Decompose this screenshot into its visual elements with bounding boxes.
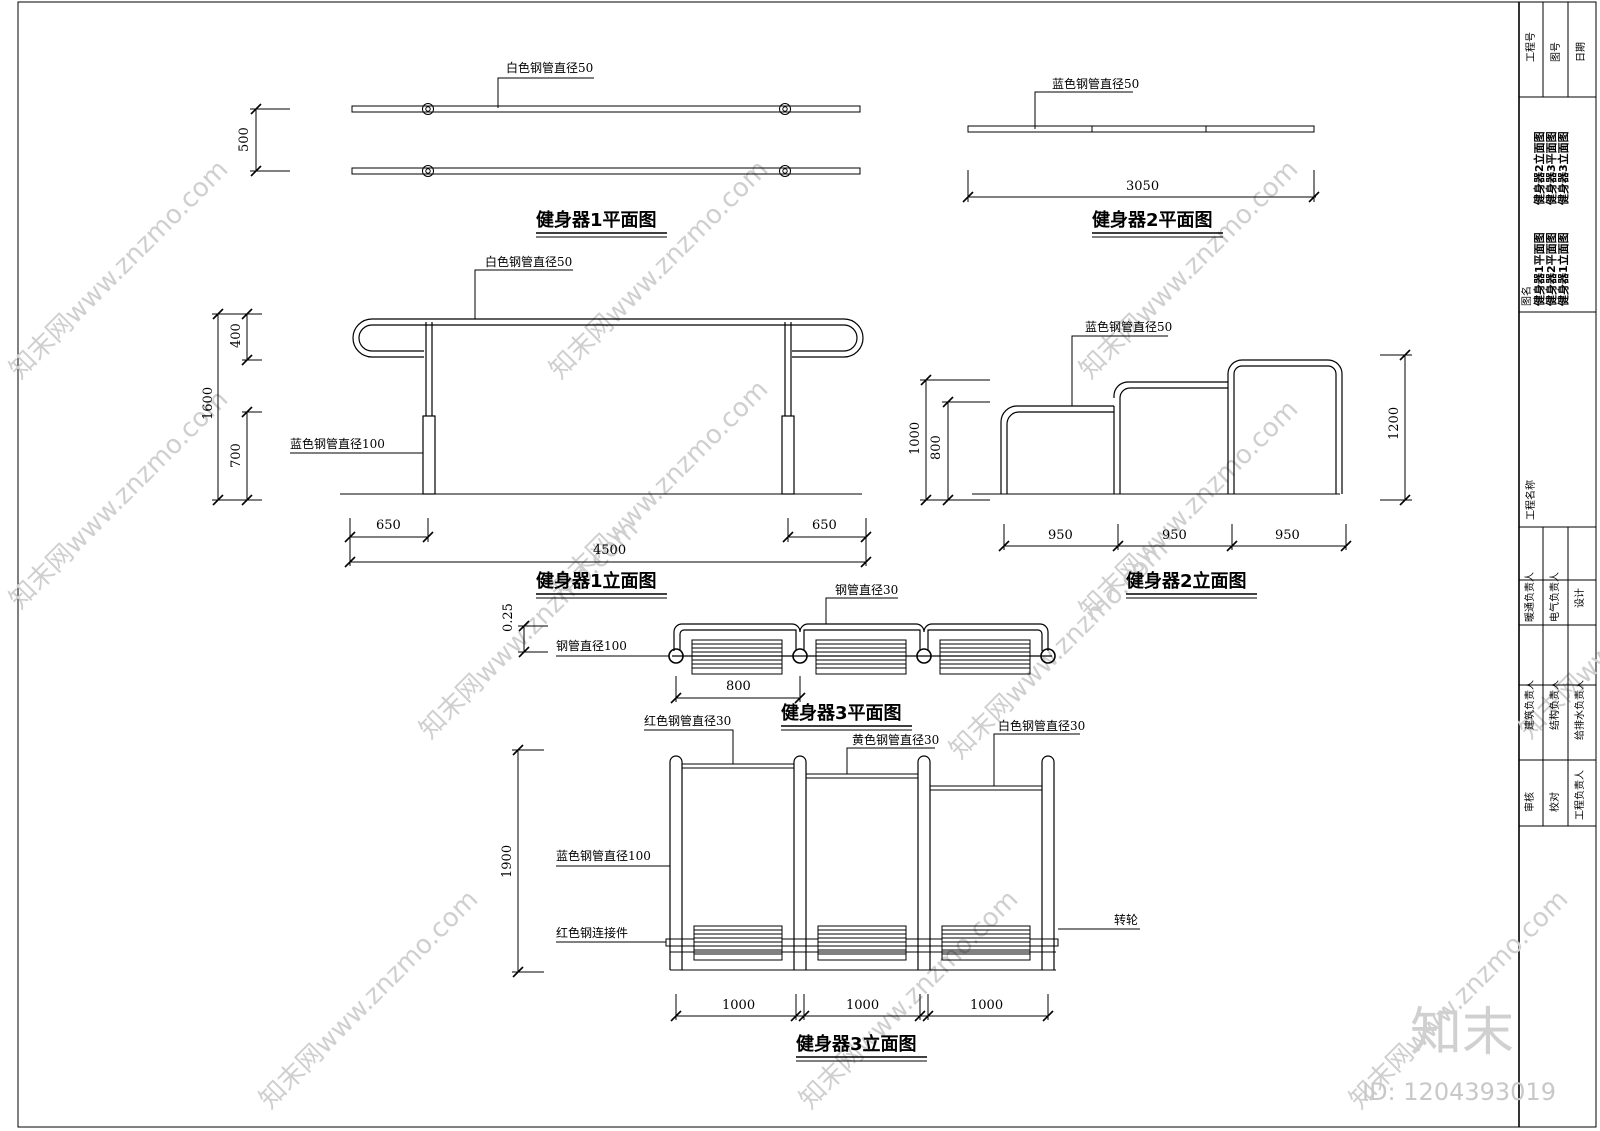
role-label: 设计 — [1573, 588, 1586, 608]
view-fitness2-elevation: 蓝色钢管直径50 1000 800 1200 950 950 950 — [908, 319, 1412, 599]
view-fitness3-elevation: 红色钢管直径30 黄色钢管直径30 白色钢管直径30 蓝色钢管直径100 红色钢… — [500, 713, 1140, 1062]
date-label: 日期 — [1575, 42, 1587, 62]
view-title: 健身器1立面图 — [536, 570, 657, 592]
dim-right: 650 — [812, 518, 837, 533]
pipe-label: 蓝色钢管直径50 — [1085, 319, 1172, 334]
wheel-label: 转轮 — [1114, 912, 1138, 927]
view-title: 健身器3立面图 — [796, 1033, 917, 1055]
top-pipe-label: 钢管直径30 — [835, 582, 898, 597]
pipe-label: 白色钢管直径50 — [506, 60, 593, 75]
project-name-label: 工程名称 — [1524, 480, 1537, 520]
watermark-layer: 知末网www.znzmo.com 知末网www.znzmo.com 知末网www… — [4, 154, 1600, 1115]
role-label: 校对 — [1548, 792, 1561, 812]
dim-height: 1900 — [500, 845, 515, 878]
view-title: 健身器1平面图 — [536, 209, 657, 231]
drawing-name-item: 健身器1平面图 — [1532, 232, 1546, 306]
dim-height-2: 800 — [929, 435, 944, 460]
post-label: 蓝色钢管直径100 — [290, 436, 385, 451]
drawing-name-item: 健身器1立面图 — [1556, 232, 1570, 306]
view-fitness1-elevation: 白色钢管直径50 蓝色钢管直径100 1600 400 700 650 650 — [201, 254, 872, 599]
view-title: 健身器3平面图 — [781, 702, 902, 724]
watermark-text: 知末网www.znzmo.com — [544, 154, 775, 385]
view-fitness2-plan: 蓝色钢管直径50 3050 健身器2平面图 — [962, 76, 1320, 238]
role-label: 结构负责人 — [1548, 680, 1561, 730]
dim-width: 800 — [726, 679, 751, 694]
dim-width-1: 950 — [1048, 528, 1073, 543]
dim-total-width: 4500 — [593, 543, 626, 558]
pipe-label: 蓝色钢管直径50 — [1052, 76, 1139, 91]
title-block: 工程号 图号 日期 图名 健身器1平面图 健身器2平面图 健身器1立面图 健身器… — [1519, 2, 1596, 827]
view-fitness1-plan: 白色钢管直径50 500 健身器1平面图 — [237, 60, 861, 238]
sheet-border — [17, 1, 1597, 1128]
dim-total-height: 1600 — [201, 387, 216, 420]
dim-width-1: 1000 — [722, 998, 755, 1013]
dim-width-3: 1000 — [970, 998, 1003, 1013]
role-label: 暖通负责人 — [1523, 572, 1536, 622]
watermark-text: 知末网www.znzmo.com — [254, 884, 485, 1115]
connector-label: 红色钢连接件 — [556, 925, 628, 940]
watermark-text: 知末网www.znzmo.com — [1074, 154, 1305, 385]
dim-height-1: 1000 — [908, 422, 923, 455]
watermark-text: 知末网www.znzmo.com — [4, 154, 235, 385]
dim-upper: 400 — [229, 323, 244, 348]
dim-width-2: 950 — [1162, 528, 1187, 543]
watermark-brand: 知末 — [1410, 1003, 1514, 1063]
drawing-name-item: 健身器3立面图 — [1556, 131, 1570, 205]
dim-length: 3050 — [1126, 179, 1159, 194]
view-title: 健身器2立面图 — [1126, 570, 1247, 592]
drawing-name-item: 健身器2立面图 — [1532, 131, 1546, 205]
role-label: 审核 — [1523, 792, 1536, 812]
dim-left: 650 — [376, 518, 401, 533]
dim-lower: 700 — [229, 443, 244, 468]
dim-width-3: 950 — [1275, 528, 1300, 543]
yellow-pipe-label: 黄色钢管直径30 — [852, 732, 939, 747]
role-label: 建筑负责人 — [1523, 680, 1536, 730]
elevation-posts — [669, 755, 1055, 970]
dim-small: 0.25 — [501, 603, 516, 632]
role-label: 给排水负责人 — [1573, 680, 1586, 740]
side-pipe-label: 钢管直径100 — [556, 638, 627, 653]
drawing-name-item: 健身器2平面图 — [1544, 232, 1558, 306]
top-pipe-label: 白色钢管直径50 — [485, 254, 572, 269]
view-fitness3-plan: 钢管直径30 钢管直径100 0.25 800 健身器3平面图 — [501, 582, 1056, 731]
white-pipe-label: 白色钢管直径30 — [998, 718, 1085, 733]
project-no-label: 工程号 — [1525, 32, 1537, 62]
view-title: 健身器2平面图 — [1092, 209, 1213, 231]
drawing-name-label: 图名 — [1520, 286, 1533, 306]
watermark-id: ID: 1204393019 — [1362, 1078, 1556, 1106]
role-label: 工程负责人 — [1573, 770, 1586, 820]
plan-rollers — [691, 639, 1031, 675]
dim-width: 500 — [237, 127, 252, 152]
red-pipe-label: 红色钢管直径30 — [644, 713, 731, 728]
post-label: 蓝色钢管直径100 — [556, 848, 651, 863]
dim-height-3: 1200 — [1387, 407, 1402, 440]
watermark-text: 知末网www.znzmo.com — [4, 384, 235, 615]
drawing-no-label: 图号 — [1550, 42, 1562, 62]
role-label: 电气负责人 — [1548, 572, 1561, 622]
drawing-name-item: 健身器3平面图 — [1544, 131, 1558, 205]
dim-width-2: 1000 — [846, 998, 879, 1013]
